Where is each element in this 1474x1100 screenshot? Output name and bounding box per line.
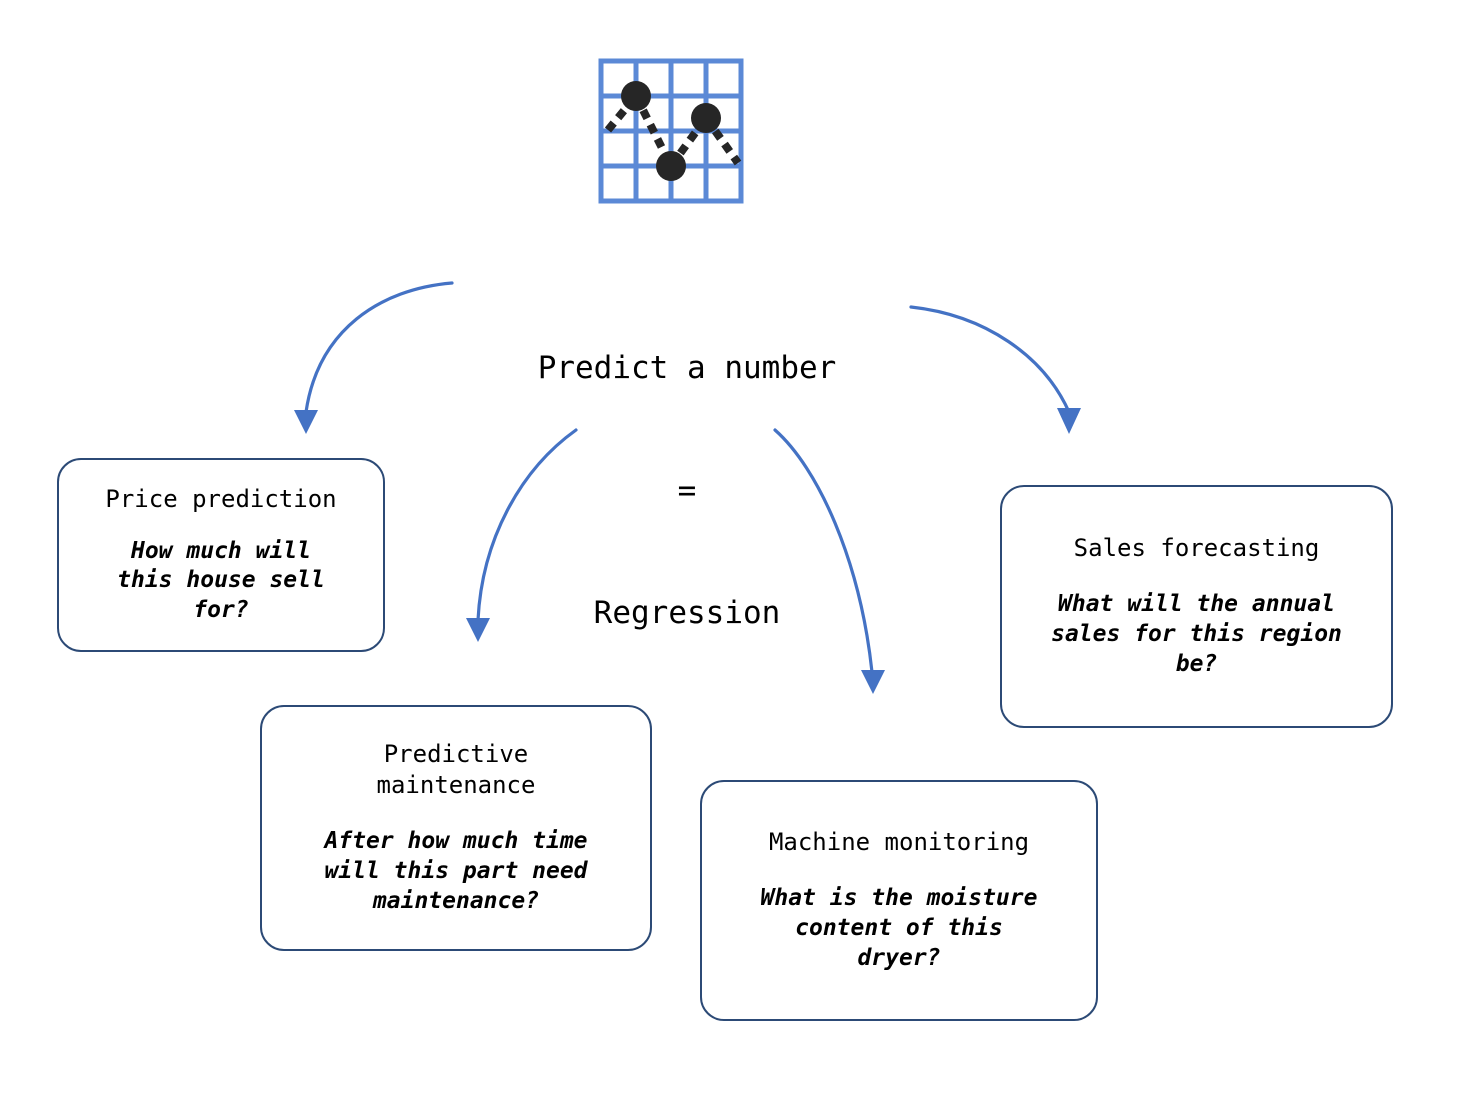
center-title-line-1: Predict a number <box>537 349 837 386</box>
node-title-sales-forecasting: Sales forecasting <box>1073 534 1320 563</box>
arrow-to-price-prediction-path <box>304 281 454 414</box>
arrow-to-sales-forecasting-head <box>1057 408 1081 434</box>
node-description-price-prediction: How much will this house sell for? <box>117 537 325 624</box>
center-title-line-3: Regression <box>593 595 781 632</box>
arrow-to-price-prediction-head <box>294 410 318 434</box>
node-description-machine-monitoring: What is the moisture content of this dry… <box>760 885 1038 971</box>
node-box-predictive-maintenance[interactable]: Predictive maintenance After how much ti… <box>260 705 652 951</box>
center-title-line-2: = <box>677 472 697 509</box>
node-title-predictive-maintenance: Predictive maintenance <box>376 740 536 800</box>
regression-scatter-grid-icon <box>598 58 744 204</box>
node-description-sales-forecasting: What will the annual sales for this regi… <box>1051 591 1342 677</box>
node-description-predictive-maintenance: After how much time will this part need … <box>324 827 588 914</box>
node-title-machine-monitoring: Machine monitoring <box>768 828 1030 857</box>
node-box-machine-monitoring[interactable]: Machine monitoring What is the moisture … <box>700 780 1098 1021</box>
center-title: Predict a number = Regression <box>437 266 937 716</box>
node-title-price-prediction: Price prediction <box>105 484 337 513</box>
node-box-price-prediction[interactable]: Price prediction How much will this hous… <box>57 458 385 652</box>
node-box-sales-forecasting[interactable]: Sales forecasting What will the annual s… <box>1000 485 1393 728</box>
